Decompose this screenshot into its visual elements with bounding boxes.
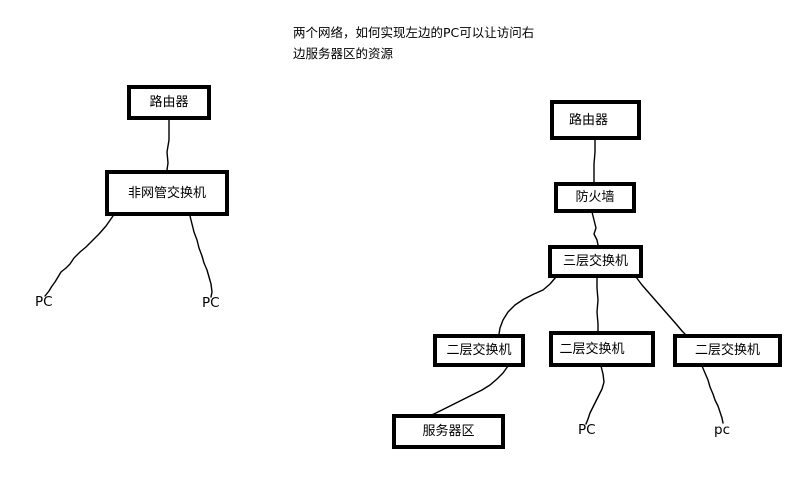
node-right-core-switch[interactable]: 三层交换机 <box>548 245 643 278</box>
wire-right-router-to-firewall <box>593 139 596 183</box>
endpoint-right-pc-right[interactable]: pc <box>714 422 730 438</box>
node-right-access-switch-1[interactable]: 二层交换机 <box>433 334 525 367</box>
endpoint-left-pc-2-label: PC <box>202 295 220 311</box>
wire-left-switch-to-pc-right <box>189 215 213 298</box>
wire-core-to-access-switch-1 <box>498 276 557 335</box>
node-left-unmanaged-switch-label: 非网管交换机 <box>127 185 206 201</box>
node-right-server-zone-label: 服务器区 <box>422 424 475 439</box>
node-right-access-switch-1-label: 二层交换机 <box>446 343 512 358</box>
wire-core-to-access-switch-2 <box>596 276 599 332</box>
wire-left-switch-to-pc-left <box>44 215 114 297</box>
endpoint-right-pc-middle[interactable]: PC <box>578 422 596 438</box>
node-left-unmanaged-switch[interactable]: 非网管交换机 <box>105 170 229 216</box>
endpoint-left-pc-1[interactable]: PC <box>35 294 53 310</box>
node-right-access-switch-3[interactable]: 二层交换机 <box>673 334 782 367</box>
wire-access-switch-1-to-server-zone <box>424 365 509 418</box>
node-right-core-switch-label: 三层交换机 <box>562 254 628 269</box>
diagram-title-line-2: 边服务器区的资源 <box>293 46 394 61</box>
node-right-router[interactable]: 路由器 <box>550 100 641 140</box>
node-right-firewall[interactable]: 防火墙 <box>554 182 636 213</box>
node-right-router-label: 路由器 <box>568 112 608 128</box>
node-right-firewall-label: 防火墙 <box>575 190 615 205</box>
wire-access-switch-3-to-pc-right <box>701 365 724 424</box>
endpoint-left-pc-2[interactable]: PC <box>202 295 220 311</box>
node-left-router-label: 路由器 <box>149 95 189 110</box>
endpoint-left-pc-1-label: PC <box>35 294 53 310</box>
wire-core-to-access-switch-3 <box>635 276 686 335</box>
wire-access-switch-2-to-pc-middle <box>585 365 605 425</box>
endpoint-right-pc-middle-label: PC <box>578 422 596 438</box>
node-left-router[interactable]: 路由器 <box>127 85 211 120</box>
diagram-title-line-1: 两个网络，如何实现左边的PC可以让访问右 <box>293 25 535 40</box>
node-right-server-zone[interactable]: 服务器区 <box>392 414 505 449</box>
node-right-access-switch-2-label: 二层交换机 <box>559 341 625 357</box>
node-right-access-switch-3-label: 二层交换机 <box>694 343 760 358</box>
diagram-title: 两个网络，如何实现左边的PC可以让访问右边服务器区的资源 <box>293 22 563 64</box>
wire-firewall-to-core-switch <box>591 211 599 246</box>
endpoint-right-pc-right-label: pc <box>714 422 730 438</box>
wire-left-router-to-switch <box>166 118 170 171</box>
node-right-access-switch-2[interactable]: 二层交换机 <box>549 331 655 367</box>
